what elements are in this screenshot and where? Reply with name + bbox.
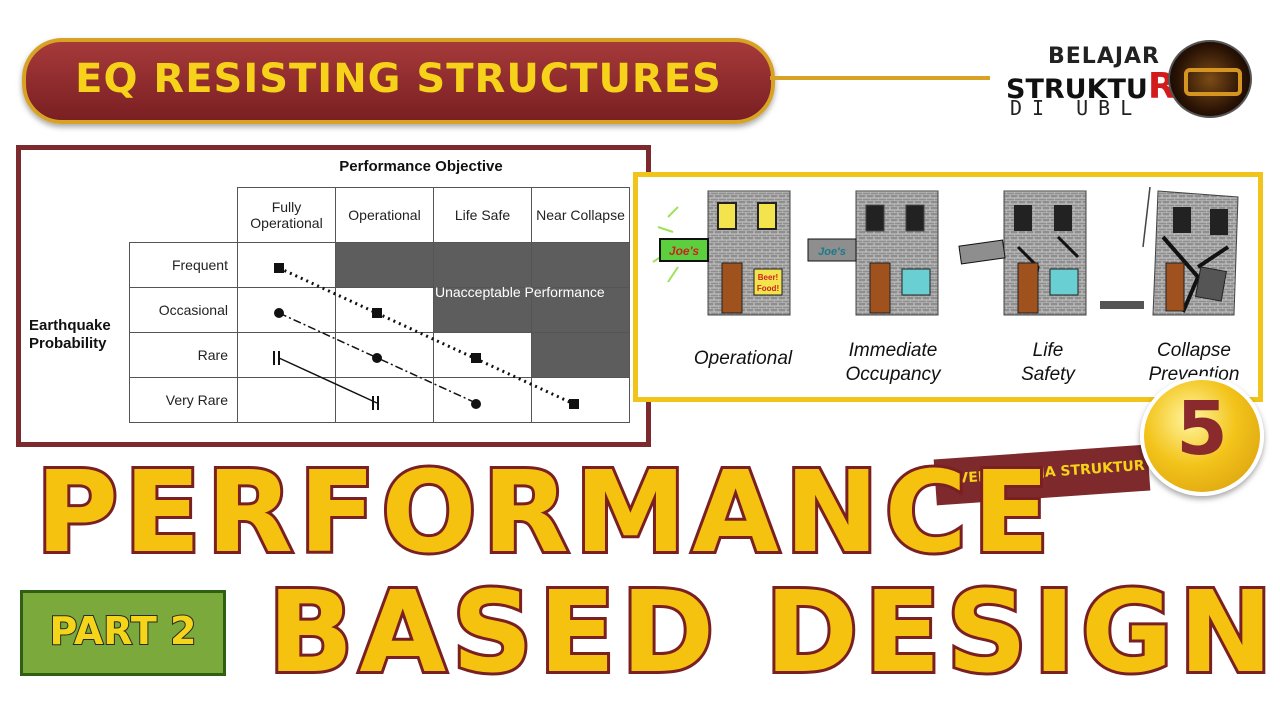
marker-bars <box>273 351 280 365</box>
row-rare: Rare <box>129 332 238 378</box>
svg-text:Food!: Food! <box>757 284 779 293</box>
building-operational: Joe's Beer! Food! <box>652 190 791 316</box>
side-label: Earthquake Probability <box>29 317 111 352</box>
title-banner: EQ RESISTING STRUCTURES <box>22 38 775 124</box>
row-occasional: Occasional <box>129 287 238 333</box>
marker-square <box>274 263 284 273</box>
performance-objective-table: Performance Objective Earthquake Probabi… <box>16 145 651 447</box>
row-very-rare: Very Rare <box>129 377 238 423</box>
marker-bars <box>372 396 379 410</box>
part-badge: PART 2 <box>20 590 226 676</box>
objective-lines <box>273 263 579 410</box>
col-operational: Operational <box>335 187 434 243</box>
building-collapse-prevention <box>1100 186 1239 316</box>
marker-square <box>471 353 481 363</box>
col-life-safe: Life Safe <box>433 187 532 243</box>
svg-text:Joe's: Joe's <box>818 246 846 258</box>
building-performance-illustration: Joe's Beer! Food! Joe's <box>633 172 1263 402</box>
col-fully-operational: Fully Operational <box>237 187 336 243</box>
objective-grid: Fully Operational Operational Life Safe … <box>129 187 630 423</box>
logo-emblem-icon <box>1168 40 1252 118</box>
banner-divider-line <box>770 76 990 80</box>
logo-line1: BELAJAR <box>1048 44 1160 69</box>
row-frequent: Frequent <box>129 242 238 288</box>
unacceptable-label: Unacceptable Performance <box>435 284 605 300</box>
table-header: Performance Objective <box>339 158 503 175</box>
logo-line3: DI UBL <box>1010 96 1143 120</box>
building-immediate-occupancy: Joe's <box>807 190 939 316</box>
svg-text:Beer!: Beer! <box>758 273 778 282</box>
caption-life-safety: Life Safety <box>1021 340 1075 385</box>
headline-line2: BASED DESIGN <box>265 565 1279 701</box>
marker-circle <box>274 308 284 318</box>
marker-circle <box>471 399 481 409</box>
marker-square <box>372 308 382 318</box>
marker-square <box>569 399 579 409</box>
headline-line1: PERFORMANCE <box>33 445 1056 581</box>
caption-operational: Operational <box>693 348 793 369</box>
col-near-collapse: Near Collapse <box>531 187 630 243</box>
number-badge: 5 <box>1140 376 1264 496</box>
banner-title: EQ RESISTING STRUCTURES <box>75 56 722 102</box>
svg-text:Joe's: Joe's <box>669 244 700 258</box>
building-life-safety <box>958 190 1087 316</box>
caption-immediate-occupancy: Immediate Occupancy <box>845 340 941 385</box>
buildings-drawing: Joe's Beer! Food! Joe's <box>652 186 1239 316</box>
marker-circle <box>372 353 382 363</box>
